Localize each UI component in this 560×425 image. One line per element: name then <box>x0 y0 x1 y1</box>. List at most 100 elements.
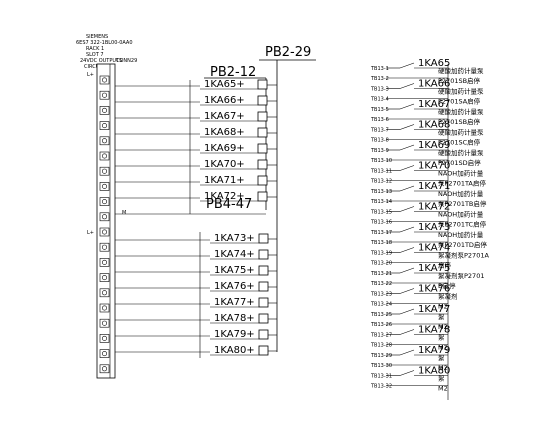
relay-contact <box>399 144 415 151</box>
relay-desc-1: 絮 <box>438 374 445 383</box>
relay-contact <box>399 124 415 130</box>
relay-contact <box>399 308 415 315</box>
module-pin <box>99 106 110 115</box>
relay-terminal-out: TB13-2 <box>370 76 389 82</box>
relay-terminal-out: TB13-20 <box>370 261 392 267</box>
rail-label-mid: L+ <box>87 230 94 236</box>
relay-terminal-in: TB13-1 <box>370 66 389 72</box>
terminal-group-1: 1KA65+1KA66+1KA67+1KA68+1KA69+1KA70+1KA7… <box>200 79 277 202</box>
module-pin-screw <box>102 153 108 159</box>
terminal-label: 1KA74+ <box>214 249 255 260</box>
plc-module <box>96 63 116 379</box>
terminal-box <box>258 265 269 276</box>
module-pin <box>99 242 110 252</box>
relay-contact <box>399 329 415 335</box>
relay-tag: 1KA67 <box>418 99 450 110</box>
relay-terminal-in: TB13-7 <box>370 128 389 134</box>
relay-tag: 1KA69 <box>418 140 450 151</box>
relay-terminal-out: TB13-24 <box>370 302 392 308</box>
relay-desc-2: 泵P2701TA启停 <box>438 179 486 188</box>
relay-terminal-in: TB13-27 <box>370 333 392 339</box>
relay-terminal-out: TB13-12 <box>370 179 392 185</box>
relay-desc-2: 泵P2701TB启停 <box>438 199 487 208</box>
relay-desc-1: 硬酸加药计量泵 <box>438 128 484 137</box>
terminal-box <box>257 111 268 122</box>
module-pin-screw <box>102 275 108 281</box>
module-pin-screw <box>102 290 108 296</box>
terminal-label: 1KA69+ <box>204 143 245 154</box>
relay-terminal-in: TB13-17 <box>370 230 392 236</box>
terminal-label: 1KA70+ <box>204 159 245 170</box>
relay-desc-2: P2701SB启停 <box>438 76 481 85</box>
m-label: M <box>122 210 126 216</box>
relay-desc-2: P2701SB启停 <box>438 117 481 126</box>
relay-contact <box>399 267 415 274</box>
relay-desc-2: P2701SA启停 <box>438 97 481 106</box>
relay-contact <box>399 288 415 294</box>
module-pin <box>99 227 110 237</box>
relay-terminal-in: TB13-31 <box>370 374 392 380</box>
relay-terminal-out: TB13-8 <box>370 138 389 144</box>
module-pin-screw <box>102 123 108 129</box>
relay-contact <box>399 206 415 212</box>
left-wiring <box>115 80 266 358</box>
relay-terminal-out: TB13-10 <box>370 158 392 164</box>
module-pin-screw <box>102 183 108 189</box>
module-pin-screw <box>102 168 108 174</box>
relay-tag: 1KA76 <box>418 284 450 295</box>
relay-desc-2: P2701SD启停 <box>438 158 481 167</box>
terminal-box <box>258 329 269 340</box>
relay-tag: 1KA75 <box>418 263 450 274</box>
module-header: SIEMENS 6ES7 322-1BL00-0AA0 RACK 1 SLOT … <box>76 34 137 236</box>
terminal-box <box>257 191 268 202</box>
relay-terminal-in: TB13-19 <box>370 251 392 257</box>
terminal-box <box>257 79 268 90</box>
relay-desc-2: M2 <box>438 323 448 331</box>
relay-terminal-out: TB13-18 <box>370 240 392 246</box>
module-line-3: RACK 1 <box>86 46 104 52</box>
module-pin <box>99 318 110 328</box>
relay-contact <box>399 62 415 69</box>
module-pin-screw <box>102 259 108 265</box>
relay-desc-2: 泵P2701TC启停 <box>438 220 487 229</box>
module-line-1: SIEMENS <box>86 34 108 40</box>
relay-tag: 1KA79 <box>418 345 450 356</box>
bus-label-pb2-12: PB2-12 <box>210 65 256 80</box>
relay-contact <box>399 165 415 171</box>
relay-terminal-in: TB13-25 <box>370 312 392 318</box>
relay-tag: 1KA78 <box>418 325 450 336</box>
module-pin-screw <box>102 320 108 326</box>
relay-tag: 1KA80 <box>418 366 450 377</box>
rail-label-top: L+ <box>87 72 94 78</box>
module-pin <box>99 197 110 206</box>
relay-terminal-out: TB13-30 <box>370 363 392 369</box>
module-pin <box>99 334 110 343</box>
relay-desc-1: 硬酸加药计量泵 <box>438 148 484 157</box>
relay-desc-1: 絮 <box>438 353 445 362</box>
terminal-label: 1KA79+ <box>214 329 255 340</box>
relay-desc-1: 絮 <box>438 333 445 342</box>
relay-desc-1: NAOH加药计量 <box>438 230 484 239</box>
relay-contact <box>399 83 415 89</box>
cable-label: CONN29 <box>116 58 137 64</box>
terminal-box <box>257 159 268 170</box>
relay-terminal-in: TB13-29 <box>370 353 392 359</box>
relay-desc-1: 硬酸加药计量泵 <box>438 107 484 116</box>
module-line-4: SLOT 7 <box>86 52 104 58</box>
module-pin-screw <box>102 77 108 83</box>
module-line-5: 24VDC OUTPUTS <box>80 58 122 64</box>
module-pin-screw <box>102 351 108 357</box>
relay-terminal-out: TB13-14 <box>370 199 392 205</box>
relay-terminal-in: TB13-13 <box>370 189 392 195</box>
relay-desc-2: 泵P2701TD启停 <box>438 240 487 249</box>
relay-terminal-out: TB13-16 <box>370 220 392 226</box>
relay-tag: 1KA71 <box>418 181 450 192</box>
bus-label-pb2-29: PB2-29 <box>265 45 311 60</box>
